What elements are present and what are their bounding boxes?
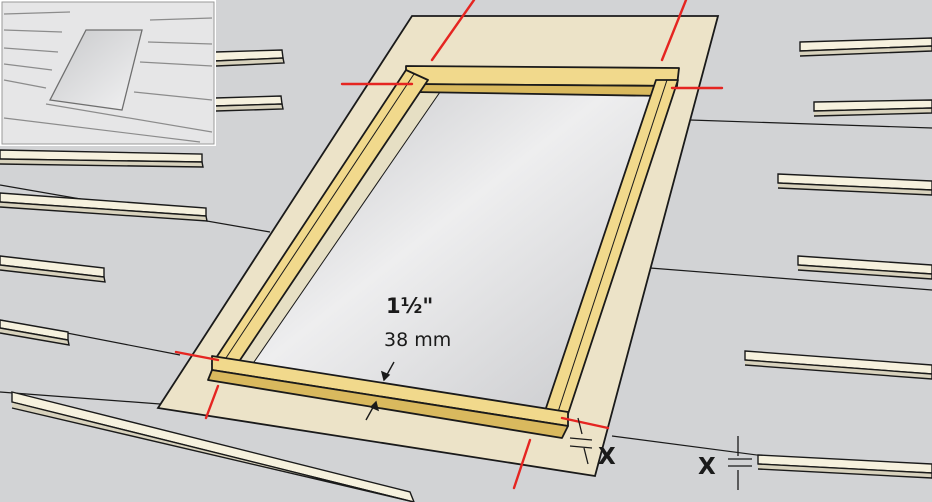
batten	[0, 319, 70, 346]
batten	[214, 95, 284, 112]
batten	[11, 391, 415, 502]
batten-gap-label: X	[698, 454, 716, 480]
underlay-seam	[649, 267, 932, 291]
batten	[757, 454, 932, 479]
dimension-arrow	[577, 417, 583, 435]
frame-left-stile-edge	[221, 73, 415, 365]
cut-mark	[430, 0, 476, 62]
frame-top-rail	[405, 65, 680, 87]
inset-batten	[139, 61, 213, 67]
inset-batten	[147, 41, 213, 45]
frame-bottom-rail-face	[207, 369, 569, 439]
arrow-head	[380, 370, 391, 382]
inset-batten	[3, 29, 63, 33]
frame-right-stile-edge	[555, 79, 668, 419]
extension-line	[569, 437, 593, 441]
inset-batten	[3, 79, 47, 89]
batten	[0, 192, 208, 222]
cut-mark	[660, 0, 688, 62]
roof-inset-icon	[0, 0, 216, 146]
cut-mark	[204, 384, 220, 420]
batten	[777, 173, 932, 196]
inset-batten	[45, 103, 213, 133]
timber-frame	[207, 65, 680, 439]
frame-gap-label: X	[598, 444, 616, 470]
dimension-imperial-label: 1½"	[386, 294, 433, 318]
batten	[0, 149, 204, 168]
inset-skylight-opening	[49, 29, 143, 111]
batten	[799, 37, 932, 57]
arrow-head	[369, 400, 380, 412]
dimension-metric-label: 38 mm	[384, 329, 451, 351]
inset-batten	[3, 117, 201, 143]
battens	[0, 37, 932, 502]
underlay-seam	[0, 391, 161, 405]
inset-batten	[149, 17, 213, 21]
batten	[797, 255, 932, 280]
underlay-seam	[689, 119, 932, 129]
inset-battens	[3, 11, 213, 143]
batten	[0, 255, 106, 283]
dimension-arrow	[583, 447, 589, 465]
batten	[214, 49, 285, 67]
inset-batten	[133, 91, 213, 101]
frame-gap-dimension	[569, 417, 593, 465]
cut-marks	[174, 0, 724, 490]
inset-batten	[3, 47, 59, 53]
extension-line	[569, 445, 593, 449]
batten	[744, 350, 932, 380]
inset-batten	[3, 63, 53, 71]
cut-mark	[560, 416, 610, 430]
cut-mark	[512, 438, 532, 490]
batten	[813, 99, 932, 117]
cut-mark	[174, 350, 220, 362]
batten-gap-dimension	[728, 436, 752, 490]
thickness-dimension	[365, 361, 395, 421]
inset-batten	[3, 11, 71, 15]
